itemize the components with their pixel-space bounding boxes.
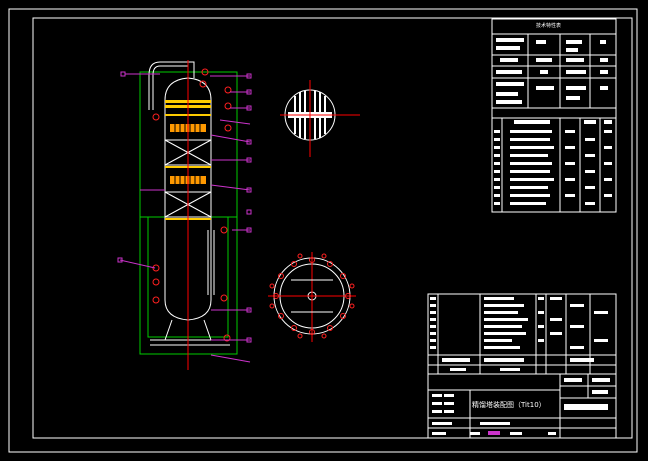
parts-list-cells — [430, 297, 608, 371]
parts-list-table[interactable] — [427, 293, 617, 375]
leader-lines — [119, 73, 251, 363]
title-block-cells — [432, 378, 610, 435]
spec-table-cells — [494, 38, 612, 205]
orientation-nozzles — [269, 253, 355, 339]
spec-table-heading: 技术特性表 — [536, 23, 562, 29]
spec-table[interactable] — [491, 18, 617, 213]
drawing-title: 精馏塔装配图（Tit10） — [472, 401, 546, 409]
drawing-frame — [8, 8, 638, 453]
distributor-plan-view[interactable] — [280, 80, 360, 157]
title-block[interactable] — [427, 373, 617, 439]
column-elevation-view[interactable] — [117, 60, 252, 370]
leader-tags — [117, 71, 252, 343]
packing-teeth — [174, 124, 201, 184]
nozzle-markers[interactable] — [152, 68, 232, 342]
nozzle-orientation-view[interactable] — [268, 252, 356, 342]
title-block-marker — [488, 431, 500, 435]
vessel-shell — [148, 61, 230, 346]
